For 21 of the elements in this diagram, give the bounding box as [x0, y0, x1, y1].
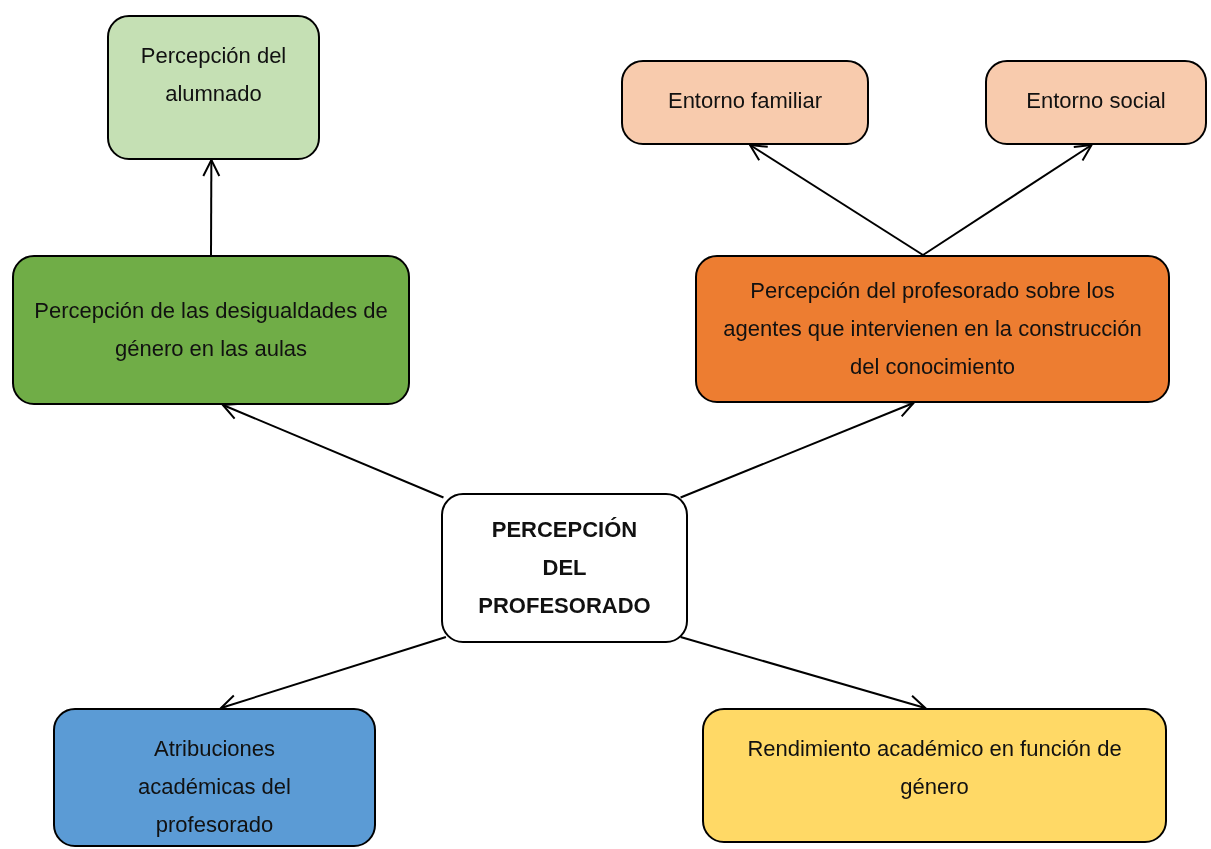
box-label: Atribuciones académicas del profesorado: [137, 735, 292, 839]
arrow: [922, 144, 1093, 256]
box-label: PERCEPCIÓN DEL PROFESORADO: [477, 516, 652, 620]
arrow: [679, 400, 915, 499]
concept-box: [702, 708, 1167, 843]
arrow: [748, 144, 924, 256]
concept-box: [621, 60, 869, 145]
box-label: Entorno social: [1026, 87, 1166, 115]
box-label: Rendimiento académico en función de género: [746, 735, 1123, 801]
concept-box: [695, 255, 1170, 403]
box-label: Percepción del alumnado: [139, 42, 288, 108]
concept-box: [107, 15, 320, 160]
concept-box: [12, 255, 410, 405]
concept-box: [53, 708, 376, 847]
arrow: [202, 159, 221, 256]
concept-box: [441, 493, 688, 643]
box-label: Percepción de las desigualdades de género en las aulas: [33, 297, 389, 363]
box-label: Percepción del profesorado sobre los agentes que intervienen en la construcción del conocimiento: [722, 277, 1143, 381]
concept-box: [985, 60, 1207, 145]
arrow: [221, 402, 445, 499]
box-label: Entorno familiar: [667, 87, 823, 115]
